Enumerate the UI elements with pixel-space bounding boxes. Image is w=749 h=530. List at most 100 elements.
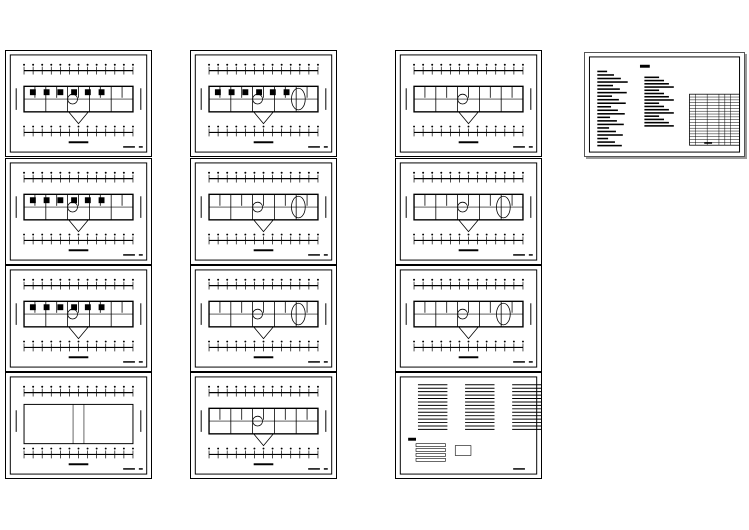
axis-bubble [226, 125, 229, 128]
axis-bubble [217, 447, 220, 450]
axis-bubble [86, 385, 89, 388]
note-line [597, 141, 615, 143]
axis-bubble [494, 63, 497, 66]
axis-bubble [50, 278, 53, 281]
axis-bubble [271, 278, 274, 281]
axis-bubble [41, 447, 44, 450]
axis-bubble [316, 447, 319, 450]
floor-plan-sheet [190, 50, 337, 157]
axis-bubble [467, 125, 470, 128]
axis-bubble [298, 233, 301, 236]
axis-bubble [449, 171, 452, 174]
axis-bubble [253, 233, 256, 236]
axis-bubble [131, 233, 134, 236]
axis-bubble [244, 63, 247, 66]
axis-bubble [131, 340, 134, 343]
axis-bubble [217, 385, 220, 388]
axis-bubble [271, 385, 274, 388]
fixture-block [84, 89, 91, 96]
note-line [644, 95, 669, 98]
axis-bubble [50, 340, 53, 343]
axis-bubble [68, 340, 71, 343]
axis-bubble [208, 340, 211, 343]
axis-bubble [104, 340, 107, 343]
diagram-box [415, 453, 446, 457]
sheet-drawing [399, 269, 538, 368]
fixture-block [269, 89, 276, 96]
axis-bubble [307, 340, 310, 343]
fixture-block [29, 197, 36, 204]
axis-bubble [217, 233, 220, 236]
drawing-title [68, 141, 89, 144]
axis-bubble [494, 278, 497, 281]
inner-frame [399, 54, 538, 153]
axis-bubble [104, 233, 107, 236]
note-line [597, 123, 624, 126]
axis-bubble [226, 63, 229, 66]
axis-bubble [244, 233, 247, 236]
round-room [496, 302, 511, 326]
axis-bubble [104, 171, 107, 174]
axis-bubble [431, 278, 434, 281]
axis-bubble [244, 385, 247, 388]
note-line [597, 95, 613, 97]
axis-bubble [217, 278, 220, 281]
note-line [597, 81, 628, 83]
axis-bubble [476, 278, 479, 281]
axis-bubble [521, 233, 524, 236]
axis-bubble [422, 125, 425, 128]
fixture-block [228, 89, 235, 96]
sheet-drawing [9, 269, 148, 368]
axis-bubble [413, 63, 416, 66]
axis-bubble [262, 447, 265, 450]
axis-bubble [253, 385, 256, 388]
axis-bubble [485, 278, 488, 281]
sheet-drawing [9, 376, 148, 475]
note-line [644, 118, 665, 121]
fixture-block [71, 304, 78, 311]
drawing-title [68, 356, 89, 359]
axis-bubble [458, 278, 461, 281]
axis-bubble [512, 233, 515, 236]
axis-bubble [50, 63, 53, 66]
fixture-block [29, 89, 36, 96]
axis-bubble [32, 340, 35, 343]
axis-bubble [41, 63, 44, 66]
axis-bubble [235, 447, 238, 450]
axis-bubble [131, 125, 134, 128]
axis-bubble [449, 340, 452, 343]
axis-bubble [95, 233, 98, 236]
diagram-box [415, 443, 446, 447]
axis-bubble [440, 278, 443, 281]
axis-bubble [476, 63, 479, 66]
floor-plan-sheet [5, 265, 152, 372]
inner-frame [9, 269, 148, 368]
inner-frame [399, 269, 538, 368]
axis-bubble [440, 233, 443, 236]
note-line [644, 102, 660, 105]
axis-bubble [467, 171, 470, 174]
axis-bubble [86, 171, 89, 174]
diagram-box [415, 448, 446, 452]
axis-bubble [59, 340, 62, 343]
note-line [597, 88, 620, 90]
axis-bubble [41, 340, 44, 343]
fixture-block [98, 197, 105, 204]
note-line [644, 125, 674, 127]
axis-bubble [253, 447, 256, 450]
axis-bubble [503, 63, 506, 66]
axis-bubble [289, 447, 292, 450]
title-block [513, 361, 525, 363]
axis-bubble [95, 340, 98, 343]
fixture-block [214, 89, 221, 96]
axis-bubble [280, 385, 283, 388]
axis-bubble [440, 125, 443, 128]
sheet-number [138, 361, 143, 363]
axis-bubble [503, 171, 506, 174]
axis-bubble [316, 63, 319, 66]
inner-frame [194, 269, 333, 368]
axis-bubble [122, 125, 125, 128]
fixture-block [71, 197, 78, 204]
sheet-drawing [399, 376, 541, 475]
stair-core [252, 93, 263, 105]
